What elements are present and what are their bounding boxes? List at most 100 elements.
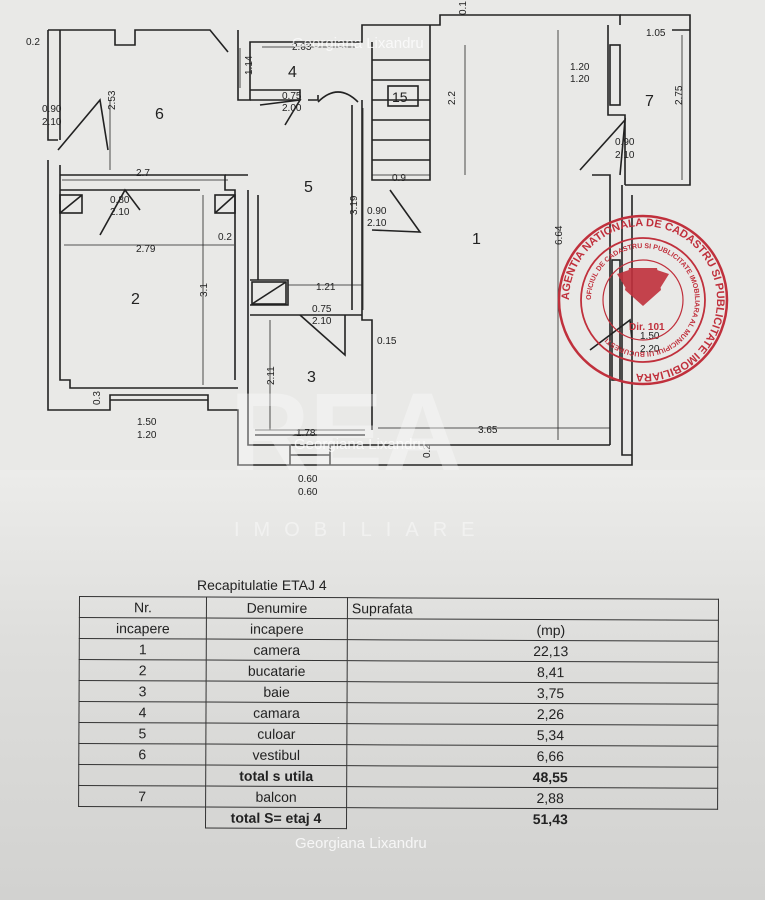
room-name-cell: camera bbox=[206, 639, 348, 661]
dim-label: 1.50 bbox=[640, 331, 660, 342]
room-number-cell: 5 bbox=[78, 722, 206, 745]
room-number-cell: 3 bbox=[79, 680, 207, 703]
table-header-row: incapere incapere (mp) bbox=[79, 617, 719, 642]
total-useful-label: total s utila bbox=[205, 765, 347, 787]
wall bbox=[250, 89, 301, 101]
dim-label: 2.10 bbox=[110, 207, 130, 218]
paper-shadow bbox=[0, 470, 765, 900]
room-area-cell: 2,26 bbox=[346, 702, 719, 726]
dim-label: 1.21 bbox=[316, 282, 336, 293]
empty-cell bbox=[78, 764, 206, 787]
dim-label: 0.15 bbox=[377, 336, 397, 347]
dim-label: 0.75 bbox=[282, 91, 302, 102]
outer-wall bbox=[59, 165, 238, 389]
wall bbox=[371, 25, 431, 181]
room-name-cell: culoar bbox=[205, 723, 347, 745]
room-name-cell: vestibul bbox=[205, 744, 347, 766]
table-row: 6 vestibul 6,66 bbox=[78, 743, 718, 768]
dim-label: 1.50 bbox=[137, 417, 157, 428]
dim-label: 0.2 bbox=[26, 37, 40, 48]
table-row: 5 culoar 5,34 bbox=[78, 722, 718, 747]
watermark-author: Georgiana Lixandru bbox=[295, 835, 427, 852]
dim-label: 0.75 bbox=[312, 304, 332, 315]
dim-label: 1.78 bbox=[296, 428, 316, 439]
room-area-cell: 8,41 bbox=[347, 660, 719, 684]
room-3-label: 3 bbox=[307, 369, 316, 386]
dim-label: 1.14 bbox=[244, 55, 255, 75]
room-area-cell: 22,13 bbox=[347, 639, 719, 663]
dim-label: 2.10 bbox=[42, 117, 62, 128]
total-floor-row: total S= etaj 4 51,43 bbox=[78, 807, 717, 831]
room-2-label: 2 bbox=[131, 291, 140, 308]
dim-label: 0.90 bbox=[367, 206, 387, 217]
door-arch bbox=[317, 91, 359, 103]
table-row: 4 camara 2,26 bbox=[78, 701, 719, 726]
dim-label: 0.9 bbox=[392, 173, 406, 184]
dim-label: 2.2 bbox=[447, 91, 458, 105]
wall bbox=[361, 100, 373, 430]
room-name-cell: camara bbox=[205, 702, 348, 724]
stamp-center-text: Dir. 101 bbox=[629, 322, 665, 333]
outer-wall bbox=[47, 30, 58, 141]
outer-wall bbox=[237, 14, 621, 101]
table-row: 3 baie 3,75 bbox=[79, 680, 719, 705]
dim-label: 1.20 bbox=[570, 62, 590, 73]
summary-table: Nr. Denumire Suprafata incapere incapere… bbox=[78, 596, 719, 831]
room-area-cell: 3,75 bbox=[347, 681, 719, 705]
floor-plan: 0.2 2.03 1.14 0.75 2.00 0.1 2.2 1.20 1.2… bbox=[26, 1, 729, 541]
dim-label: 1.20 bbox=[137, 430, 157, 441]
outer-wall bbox=[607, 25, 626, 185]
dim-label: 0.60 bbox=[298, 474, 318, 485]
header-cell: Denumire bbox=[206, 597, 348, 619]
room-name-cell: baie bbox=[206, 681, 348, 703]
dim-label: 0.3 bbox=[92, 391, 103, 405]
dim-label: 2.03 bbox=[292, 42, 312, 53]
dim-label: 2.00 bbox=[282, 103, 302, 114]
dim-label: 0.90 bbox=[615, 137, 635, 148]
balcony-row: 7 balcon 2,88 bbox=[78, 785, 718, 810]
room-number-cell: 2 bbox=[79, 659, 207, 682]
stair-number: 15 bbox=[392, 89, 408, 105]
dim-label: 2.20 bbox=[640, 344, 660, 355]
wall bbox=[60, 174, 236, 380]
room-4-label: 4 bbox=[288, 64, 297, 81]
dim-label: 2.75 bbox=[674, 85, 685, 105]
dim-label: 2.10 bbox=[312, 316, 332, 327]
wall bbox=[308, 95, 319, 101]
room-area-cell: 2,88 bbox=[346, 786, 718, 810]
watermark-brand: IMOBILIARE bbox=[234, 519, 488, 541]
dim-label: 0.60 bbox=[298, 487, 318, 498]
dim-label: 0.80 bbox=[110, 195, 130, 206]
room-1-label: 1 bbox=[472, 231, 481, 248]
header-cell: Nr. bbox=[79, 596, 207, 619]
room-number-cell: 1 bbox=[79, 638, 207, 661]
room-number-cell: 4 bbox=[78, 701, 207, 724]
dim-label: 2.10 bbox=[615, 150, 635, 161]
total-floor-label: total S= etaj 4 bbox=[205, 807, 347, 829]
empty-cell bbox=[78, 807, 205, 829]
wall bbox=[247, 190, 610, 446]
header-cell: incapere bbox=[206, 618, 348, 640]
total-useful-row: total s utila 48,55 bbox=[78, 764, 718, 789]
dim-label: 0.1 bbox=[458, 1, 469, 15]
dim-label: 2.53 bbox=[107, 90, 118, 110]
header-cell: incapere bbox=[79, 617, 207, 640]
outer-wall bbox=[592, 174, 611, 445]
dim-label: 0.2 bbox=[422, 444, 433, 458]
dim-label: 2.11 bbox=[266, 366, 277, 385]
outer-wall bbox=[620, 14, 691, 186]
dim-label: 0.2 bbox=[218, 232, 232, 243]
room-6-label: 6 bbox=[155, 106, 164, 123]
svg-text:REA: REA bbox=[230, 371, 462, 494]
room-area-cell: 6,66 bbox=[346, 744, 718, 768]
header-cell: Suprafata bbox=[347, 597, 719, 621]
room-area-cell: 5,34 bbox=[346, 723, 718, 747]
total-useful-area: 48,55 bbox=[346, 765, 718, 789]
dim-label: 6.64 bbox=[554, 225, 565, 245]
coat-of-arms-icon bbox=[617, 268, 669, 306]
total-floor-area: 51,43 bbox=[532, 811, 568, 828]
official-stamp: AGENTIA NATIONALA DE CADASTRU SI PUBLICI… bbox=[557, 214, 729, 386]
dim-label: 2.10 bbox=[367, 218, 387, 229]
dim-label: 1.05 bbox=[646, 28, 666, 39]
room-name-cell: bucatarie bbox=[206, 660, 348, 682]
